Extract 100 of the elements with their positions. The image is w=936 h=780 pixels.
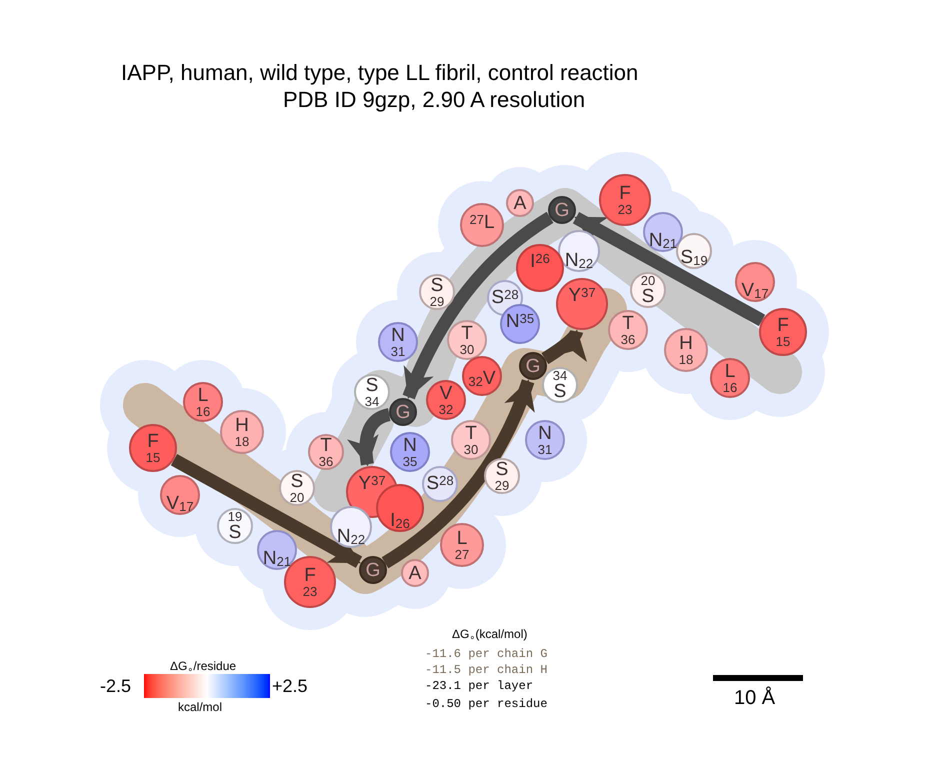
title: IAPP, human, wild type, type LL fibril, control reaction — [121, 62, 638, 84]
residue-letter: T — [461, 324, 473, 343]
residue-letter: L — [484, 213, 495, 232]
colorbar-title: ΔG$_{∘}$/residue — [170, 660, 236, 672]
residue-letter: S — [496, 460, 508, 479]
energy-value: -11.6 per chain G — [425, 648, 548, 660]
residue-number: 16 — [722, 381, 738, 394]
residue-number: 32 — [468, 375, 483, 388]
residue-number: 18 — [234, 435, 250, 448]
residue-number: 34 — [552, 369, 568, 382]
residue-number: 17 — [179, 500, 194, 513]
residue-number: 17 — [754, 287, 769, 300]
residue-number: 31 — [390, 345, 406, 358]
residue-number: 28 — [504, 288, 519, 301]
strand-arrow — [402, 212, 554, 400]
residue-letter: S — [430, 276, 444, 295]
subtitle: PDB ID 9gzp, 2.90 A resolution — [283, 89, 586, 111]
residue-letter: N — [391, 326, 405, 345]
residue-letter: G — [554, 200, 570, 220]
strand-arrow — [170, 454, 362, 568]
residue-letter: S — [290, 472, 304, 491]
residue-number: 15 — [776, 335, 790, 348]
residue-letter: L — [724, 362, 736, 381]
residue-number: 20 — [290, 491, 304, 504]
residue-number: 22 — [578, 257, 594, 270]
colorbar-min: -2.5 — [100, 677, 132, 695]
residue-letter: L — [456, 529, 468, 548]
residue-letter: H — [235, 416, 249, 435]
residue-letter: G — [526, 356, 540, 376]
strand-arrow — [348, 408, 391, 466]
residue-letter: G — [366, 560, 380, 580]
residue-letter: S — [491, 288, 504, 307]
strand-arrow — [572, 212, 766, 326]
residue-number: 26 — [395, 517, 410, 530]
residue-letter: V — [741, 281, 754, 300]
residue-letter: V — [482, 369, 496, 388]
residue-letter: N — [506, 312, 520, 331]
residue-number: 18 — [678, 353, 694, 366]
residue-number: 23 — [618, 203, 632, 216]
residue-number: 30 — [460, 343, 474, 356]
residue-letter: H — [679, 334, 693, 353]
residue-number: 23 — [302, 585, 318, 598]
colorbar-unit: kcal/mol — [178, 701, 222, 713]
residue-letter: A — [514, 194, 526, 212]
residue-letter: S — [366, 376, 378, 395]
residue-letter: S — [228, 523, 242, 542]
residue-letter: G — [396, 402, 410, 422]
residue-letter: N — [262, 549, 277, 568]
residue-letter: F — [304, 566, 316, 585]
residue-number: 34 — [364, 395, 380, 408]
residue-number: 21 — [662, 237, 678, 250]
residue-number: 16 — [196, 405, 210, 418]
residue-letter: F — [619, 184, 631, 203]
residue-number: 30 — [464, 443, 478, 456]
residue-number: 27 — [469, 213, 484, 226]
residue-number: 29 — [494, 479, 510, 492]
residue-number: 37 — [581, 286, 596, 299]
residue-letter: L — [198, 386, 208, 405]
residue-number: 29 — [430, 295, 444, 308]
residue-letter: S — [426, 474, 440, 493]
residue-number: 19 — [228, 510, 242, 523]
residue-letter: N — [648, 231, 663, 250]
residue-number: 21 — [276, 555, 292, 568]
residue-letter: Y — [358, 474, 372, 493]
residue-number: 35 — [520, 312, 534, 325]
energy-value: -23.1 per layer — [425, 680, 534, 692]
residue-number: 28 — [439, 474, 454, 487]
residue-letter: V — [166, 494, 180, 513]
residue-letter: I — [390, 511, 396, 530]
scale-label: 10 Å — [734, 688, 776, 708]
residue-letter: T — [622, 314, 634, 333]
residue-letter: N — [403, 436, 417, 455]
residue-letter: Y — [568, 286, 582, 305]
residue-letter: A — [408, 564, 422, 582]
residue-number: 26 — [535, 252, 550, 265]
residue-number: 15 — [146, 451, 160, 464]
residue-letter: N — [538, 424, 552, 443]
residue-number: 20 — [640, 274, 656, 287]
energy-value: -0.50 per residue — [425, 698, 548, 710]
residue-number: 37 — [371, 474, 386, 487]
residue-letter: T — [465, 424, 477, 443]
residue-number: 19 — [693, 254, 708, 267]
residue-letter: V — [440, 384, 452, 403]
residue-letter: I — [530, 252, 536, 271]
residue-number: 36 — [620, 333, 636, 346]
residue-number: 22 — [350, 533, 366, 546]
residue-number: 31 — [538, 443, 552, 456]
energy-value: -11.5 per chain H — [425, 664, 548, 676]
residue-number: 35 — [402, 455, 418, 468]
energy-heading: ΔG$_{∘}$(kcal/mol) — [452, 628, 528, 640]
residue-letter: S — [554, 382, 566, 401]
residue-letter: N — [564, 251, 579, 270]
residue-letter: F — [147, 432, 159, 451]
residue-letter: F — [777, 316, 789, 335]
residue-number: 27 — [454, 548, 470, 561]
residue-letter: S — [680, 248, 694, 267]
residue-letter: T — [320, 436, 332, 455]
colorbar-max: +2.5 — [272, 677, 308, 695]
residue-number: 32 — [438, 403, 454, 416]
strand-arrow — [382, 379, 534, 568]
